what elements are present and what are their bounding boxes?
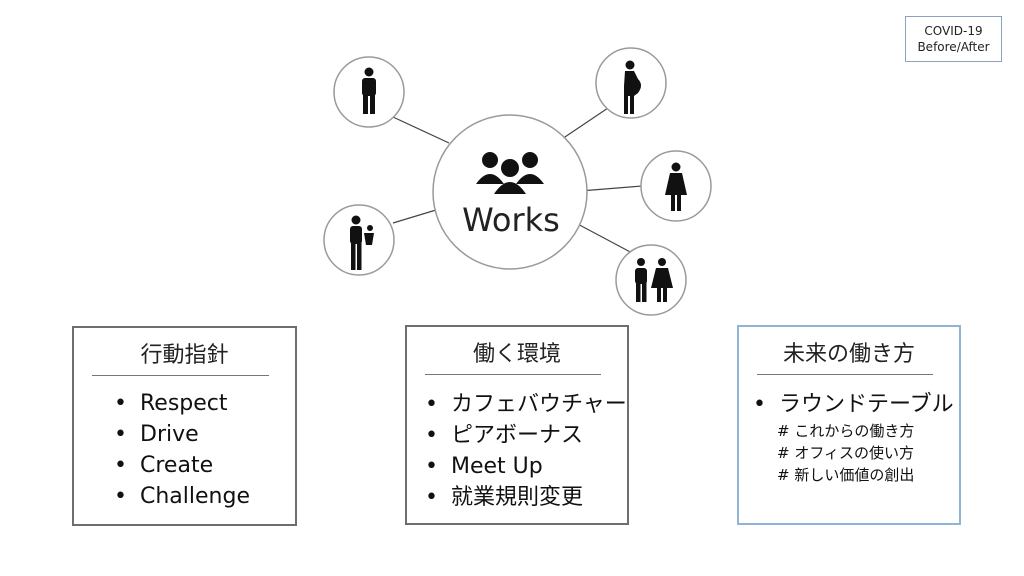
couple-icon [635,258,673,302]
covid-badge: COVID-19 Before/After [905,16,1002,62]
connector-woman [579,185,643,192]
future-card: 未来の働き方 ラウンドテーブル # これからの働き方 # オフィスの使い方 # … [737,325,961,525]
policy-card: 行動指針 Respect Drive Create Challenge [72,326,297,526]
man-icon [362,67,376,114]
environment-card-title: 働く環境 [472,342,561,367]
list-item: Challenge [112,481,250,512]
list-item: ラウンドテーブル [751,389,954,420]
future-subitem: # 新しい価値の創出 [777,466,915,484]
future-card-title: 未来の働き方 [782,342,915,367]
environment-card: 働く環境 カフェバウチャー ピアボーナス Meet Up 就業規則変更 [405,325,629,525]
list-item: Drive [112,419,250,450]
future-subitem: # これからの働き方 [777,422,915,440]
badge-line-2: Before/After [917,40,990,54]
list-item: ピアボーナス [423,420,627,451]
connector-couple [571,220,637,256]
works-network-diagram [323,47,712,316]
list-item: 就業規則変更 [423,482,627,513]
list-item: Create [112,450,250,481]
future-list: ラウンドテーブル [751,389,954,420]
connector-parent-child [392,209,437,224]
policy-card-divider [92,375,269,376]
future-card-divider [757,374,933,375]
list-item: Respect [112,388,250,419]
connector-man [392,116,450,144]
list-item: カフェバウチャー [423,389,627,420]
policy-card-title: 行動指針 [140,343,229,368]
environment-list: カフェバウチャー ピアボーナス Meet Up 就業規則変更 [423,389,627,513]
environment-card-divider [425,374,601,375]
parent-with-child-icon [350,215,374,270]
woman-icon [665,162,687,211]
future-subitem: # オフィスの使い方 [777,444,915,462]
badge-line-1: COVID-19 [924,24,983,38]
policy-list: Respect Drive Create Challenge [112,388,250,512]
person-couple-circle [615,244,687,316]
list-item: Meet Up [423,451,627,482]
group-icon [476,152,544,194]
works-hub-label: Works [462,201,560,239]
pregnant-woman-icon [624,60,641,114]
